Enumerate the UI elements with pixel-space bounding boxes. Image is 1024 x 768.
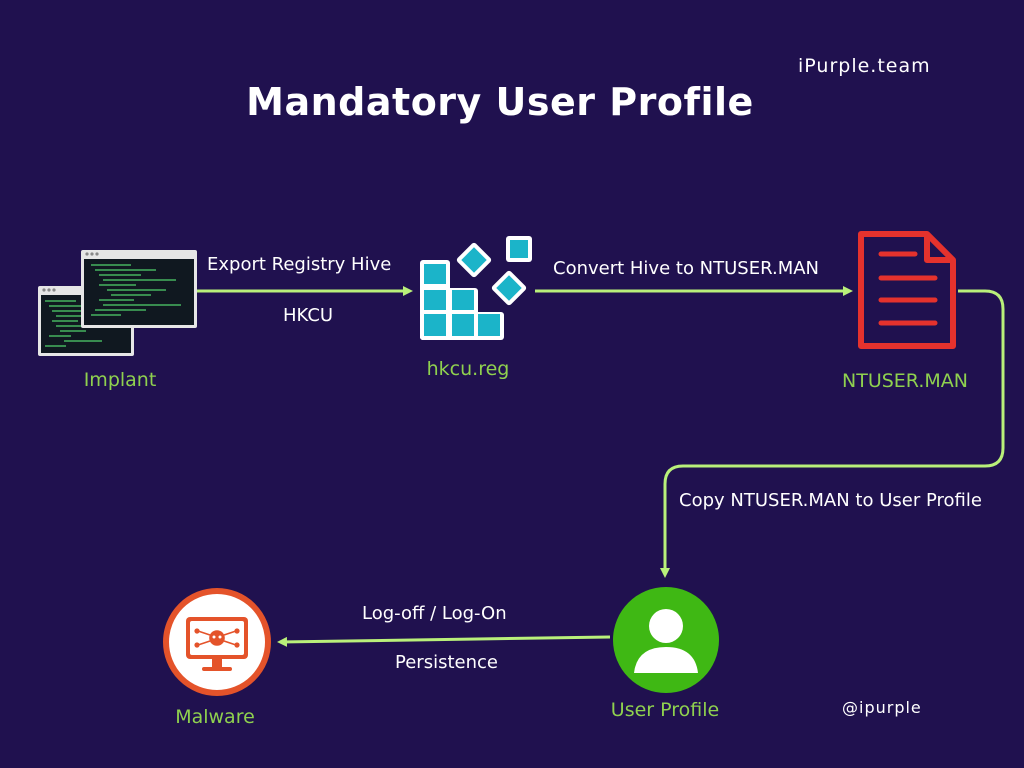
user-icon	[613, 587, 719, 693]
edge-label-logon: Log-off / Log-On	[362, 603, 507, 624]
node-label-malware: Malware	[175, 706, 255, 728]
edge-label-convert: Convert Hive to NTUSER.MAN	[553, 258, 820, 279]
brand-label: iPurple.team	[798, 55, 931, 77]
arrow-copy	[660, 289, 1005, 578]
arrow-logon	[277, 635, 611, 647]
node-label-user-profile: User Profile	[610, 699, 720, 721]
diagram-title: Mandatory User Profile	[246, 80, 754, 124]
edge-label-export: Export Registry Hive	[207, 254, 392, 275]
document-icon	[858, 231, 956, 349]
edge-label-copy: Copy NTUSER.MAN to User Profile	[679, 490, 982, 511]
terminal-icon	[38, 250, 197, 356]
node-label-hkcu-reg: hkcu.reg	[426, 358, 510, 380]
edge-label-persistence: Persistence	[395, 652, 498, 673]
node-label-implant: Implant	[83, 369, 157, 391]
handle-label: @ipurple	[842, 698, 922, 717]
registry-icon	[420, 236, 532, 340]
edge-label-hkcu: HKCU	[283, 305, 334, 326]
malware-icon	[163, 588, 271, 696]
node-label-ntuser-man: NTUSER.MAN	[842, 370, 968, 392]
